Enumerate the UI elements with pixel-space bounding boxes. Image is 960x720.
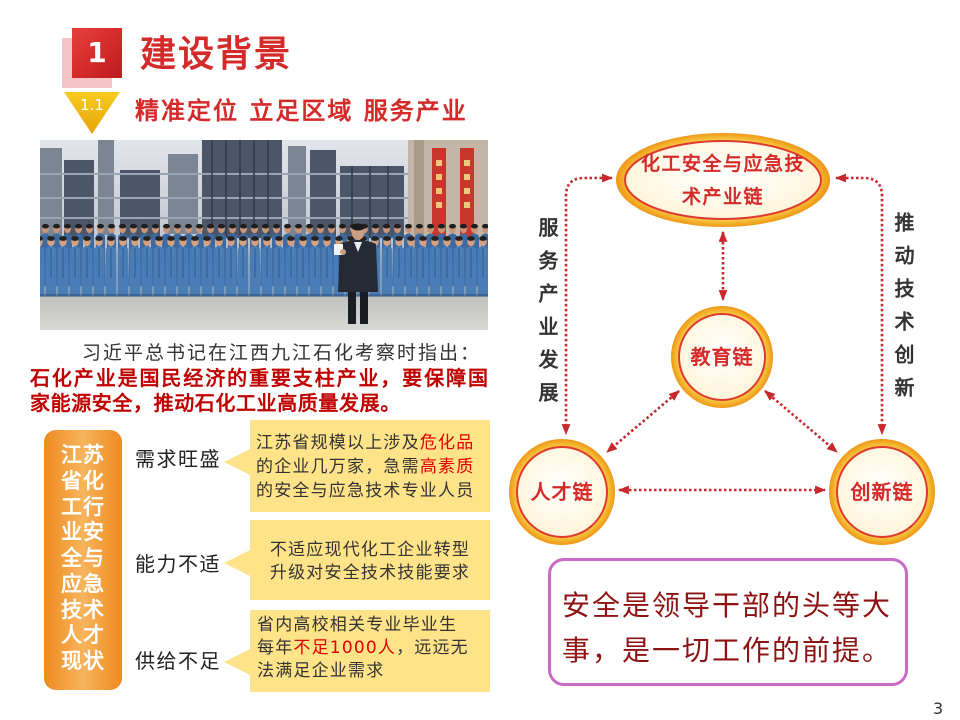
callout-line: 的企业几万家，急需高素质 bbox=[256, 455, 490, 479]
callout-line: 升级对安全技术技能要求 bbox=[250, 562, 490, 585]
callout-text: ，远远无 bbox=[396, 638, 469, 658]
panel-title-line: 省化 bbox=[61, 468, 105, 493]
callout-supply: 省内高校相关专业毕业生 每年不足1000人，远远无 法满足企业需求 bbox=[224, 610, 490, 692]
callout-tail bbox=[224, 550, 250, 576]
node-industry-chain: 化工安全与应急技 术产业链 bbox=[616, 133, 830, 227]
subsection-number: 1.1 bbox=[80, 96, 104, 114]
section-number-badge: 1 bbox=[72, 28, 122, 78]
callout-line: 法满足企业需求 bbox=[257, 660, 490, 683]
panel-title-line: 江苏 bbox=[61, 443, 105, 467]
remarks-emphasis-line: 石化产业是国民经济的重要支柱产业，要保障国 bbox=[30, 366, 490, 390]
link-label-serve-industry: 服务产业发展 bbox=[535, 217, 559, 415]
arrow-education-talent bbox=[606, 390, 680, 453]
status-label-supply: 供给不足 bbox=[135, 649, 221, 673]
callout-capability: 不适应现代化工企业转型 升级对安全技术技能要求 bbox=[224, 520, 490, 600]
callout-highlight: 高素质 bbox=[419, 457, 475, 477]
subsection-number-badge: 1.1 bbox=[64, 92, 120, 134]
callout-highlight: 不足1000人 bbox=[293, 638, 397, 658]
callout-highlight: 危化品 bbox=[419, 433, 475, 453]
motto-line: 安全是领导干部的头等大 bbox=[562, 589, 893, 622]
node-industry-label: 术产业链 bbox=[682, 185, 764, 208]
motto-line: 事，是一切工作的前提。 bbox=[562, 634, 893, 667]
node-talent-label: 人才链 bbox=[531, 480, 594, 504]
callout-line: 省内高校相关专业毕业生 bbox=[257, 614, 490, 637]
node-education-chain: 教育链 bbox=[671, 306, 773, 408]
callout-line: 每年不足1000人，远远无 bbox=[257, 637, 490, 660]
node-innovation-chain: 创新链 bbox=[829, 439, 935, 545]
panel-title-line: 全与 bbox=[61, 546, 105, 570]
inspection-photo bbox=[40, 140, 488, 330]
callout-tail bbox=[224, 649, 250, 675]
arrow-industry-talent bbox=[561, 173, 614, 436]
callout-tail bbox=[224, 449, 250, 475]
section-title: 建设背景 bbox=[140, 34, 293, 75]
panel-title-line: 应急 bbox=[61, 571, 105, 596]
arrow-industry-innovation bbox=[834, 173, 887, 436]
status-label-capability: 能力不适 bbox=[135, 552, 221, 576]
panel-title-line: 业安 bbox=[61, 520, 105, 545]
link-label-drive-innovation: 推动技术创新 bbox=[891, 212, 915, 410]
arrow-education-innovation bbox=[764, 390, 838, 453]
remarks-emphasis-line: 家能源安全，推动石化工业高质量发展。 bbox=[30, 391, 401, 415]
subsection-title: 精准定位 立足区域 服务产业 bbox=[135, 97, 468, 125]
callout-text: 升级对安全技术技能要求 bbox=[269, 563, 471, 583]
callout-line: 江苏省规模以上涉及危化品 bbox=[256, 431, 490, 455]
node-innovation-label: 创新链 bbox=[850, 480, 914, 504]
callout-line: 不适应现代化工企业转型 bbox=[250, 539, 490, 562]
panel-title-line: 现状 bbox=[61, 649, 105, 673]
node-education-label: 教育链 bbox=[691, 345, 754, 369]
callout-text: 法满足企业需求 bbox=[257, 661, 385, 681]
panel-title-line: 技术 bbox=[61, 597, 105, 622]
callout-text: 不适应现代化工企业转型 bbox=[269, 540, 471, 560]
callout-line: 的安全与应急技术专业人员 bbox=[256, 479, 490, 503]
chain-diagram: 化工安全与应急技 术产业链 教育链 人才链 创新链 bbox=[509, 133, 935, 545]
callout-text: 每年 bbox=[257, 638, 294, 658]
triangle-marker-icon bbox=[64, 92, 120, 134]
talent-status-panel: 江苏 省化 工行 业安 全与 应急 技术 人才 现状 bbox=[44, 430, 122, 690]
panel-title-line: 人才 bbox=[61, 623, 105, 648]
status-label-demand: 需求旺盛 bbox=[135, 447, 221, 471]
panel-title-line: 工行 bbox=[61, 494, 105, 519]
node-talent-chain: 人才链 bbox=[509, 439, 615, 545]
callout-text: 的企业几万家，急需 bbox=[256, 457, 420, 477]
safety-motto-box: 安全是领导干部的头等大 事，是一切工作的前提。 bbox=[548, 558, 908, 686]
callout-text: 的安全与应急技术专业人员 bbox=[256, 481, 475, 501]
page-number: 3 bbox=[933, 699, 944, 718]
callout-demand: 江苏省规模以上涉及危化品 的企业几万家，急需高素质 的安全与应急技术专业人员 bbox=[224, 420, 490, 512]
node-industry-label: 化工安全与应急技 bbox=[641, 152, 805, 175]
callout-text: 江苏省规模以上涉及 bbox=[256, 433, 420, 453]
callout-text: 省内高校相关专业毕业生 bbox=[257, 615, 458, 635]
remarks-lead: 习近平总书记在江西九江石化考察时指出： bbox=[82, 342, 482, 364]
